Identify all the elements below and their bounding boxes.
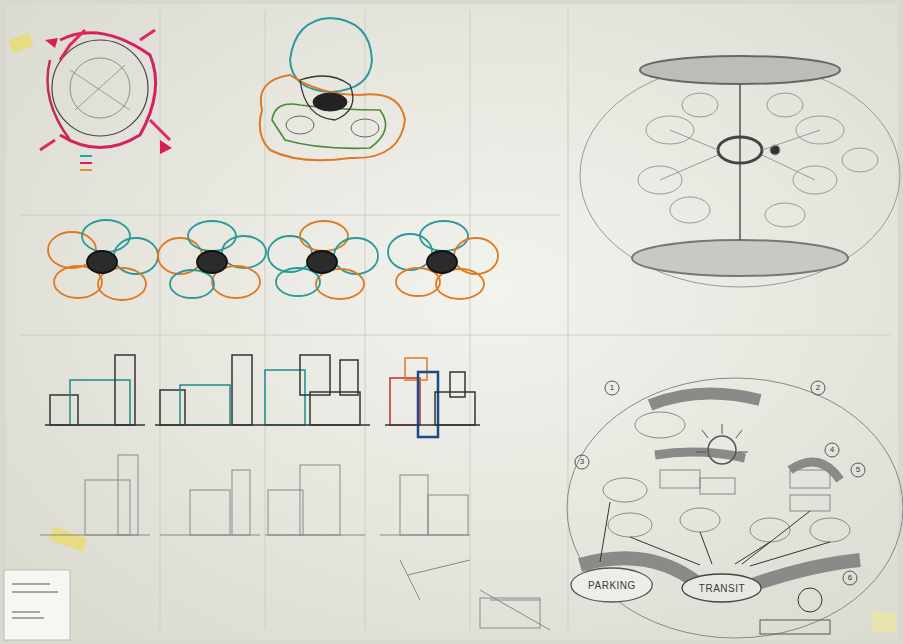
site-sketch [40,30,172,170]
section-sketches [45,355,480,437]
flower-diagrams [48,220,498,300]
bubble-label: TRANSIT [699,583,745,594]
note-card [4,570,70,640]
callout-number: 1 [606,382,618,394]
program-diagram [567,378,903,638]
callout-number: 4 [826,444,838,456]
bubble-ellipse [571,568,652,602]
callout-number: 6 [844,572,856,584]
bubble-diagram [260,18,405,160]
bubble-ellipse [682,574,761,602]
callout-number: 2 [812,382,824,394]
callout-number: 3 [576,456,588,468]
bubble-label: PARKING [588,580,636,591]
pencil-sections [40,455,550,630]
oval-diagram [580,56,900,287]
program-bubble: PARKING [570,567,653,603]
paper-sheet [6,4,898,640]
callout-number: 5 [852,464,864,476]
program-bubble: TRANSIT [681,573,762,603]
